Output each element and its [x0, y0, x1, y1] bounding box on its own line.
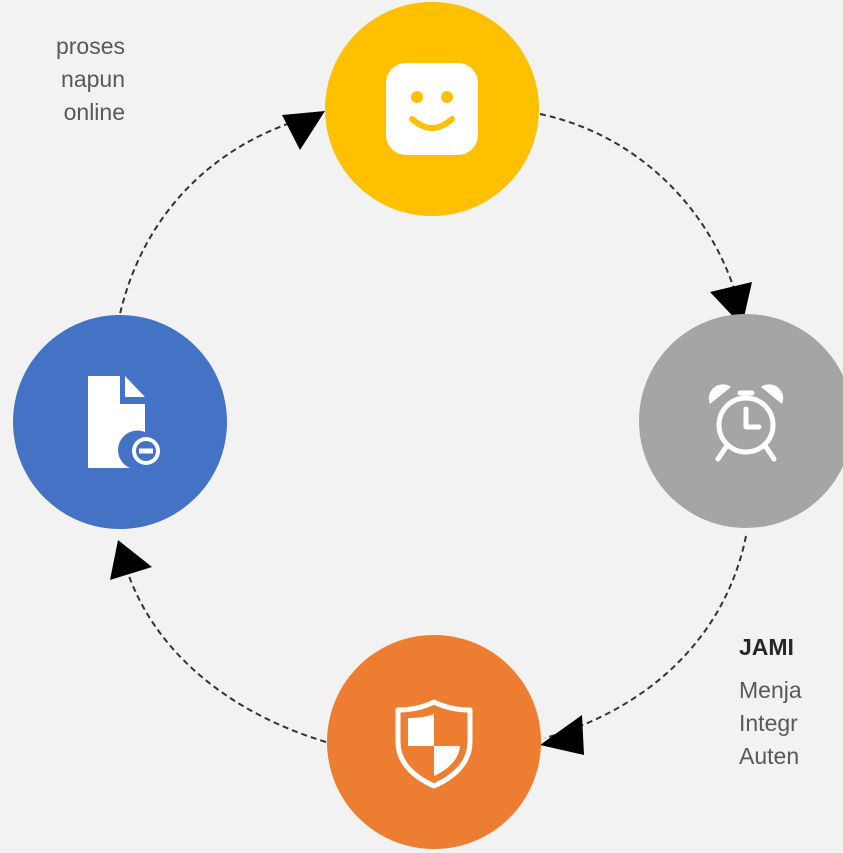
- cycle-node-left: [13, 315, 227, 529]
- cycle-node-right: [639, 314, 843, 528]
- connector-left-to-top: [117, 113, 321, 324]
- left-description-line: proses: [55, 33, 125, 59]
- left-description: proses napun online: [56, 30, 125, 129]
- shield-icon: [395, 699, 473, 789]
- smiley-face-icon: [386, 63, 478, 155]
- connector-top-to-right: [539, 113, 743, 319]
- cycle-node-top: [325, 2, 539, 216]
- right-description-line: Integr: [739, 710, 798, 736]
- right-description-line: Menja: [739, 677, 802, 703]
- left-description-line: online: [63, 99, 125, 125]
- connector-right-to-bottom: [544, 535, 747, 739]
- arrowhead-left: [110, 540, 152, 580]
- right-description-title: JAMI: [739, 634, 794, 660]
- document-minus-icon: [88, 376, 160, 468]
- alarm-clock-icon: [708, 384, 784, 462]
- arrowhead-top: [282, 111, 325, 150]
- connector-bottom-to-left: [119, 544, 327, 743]
- arrowhead-bottom: [540, 715, 584, 755]
- right-description-line: Auten: [739, 743, 800, 769]
- left-description-line: napun: [61, 66, 125, 92]
- cycle-node-bottom: [327, 635, 541, 849]
- right-description: JAMI Menja Integr Auten: [739, 632, 802, 773]
